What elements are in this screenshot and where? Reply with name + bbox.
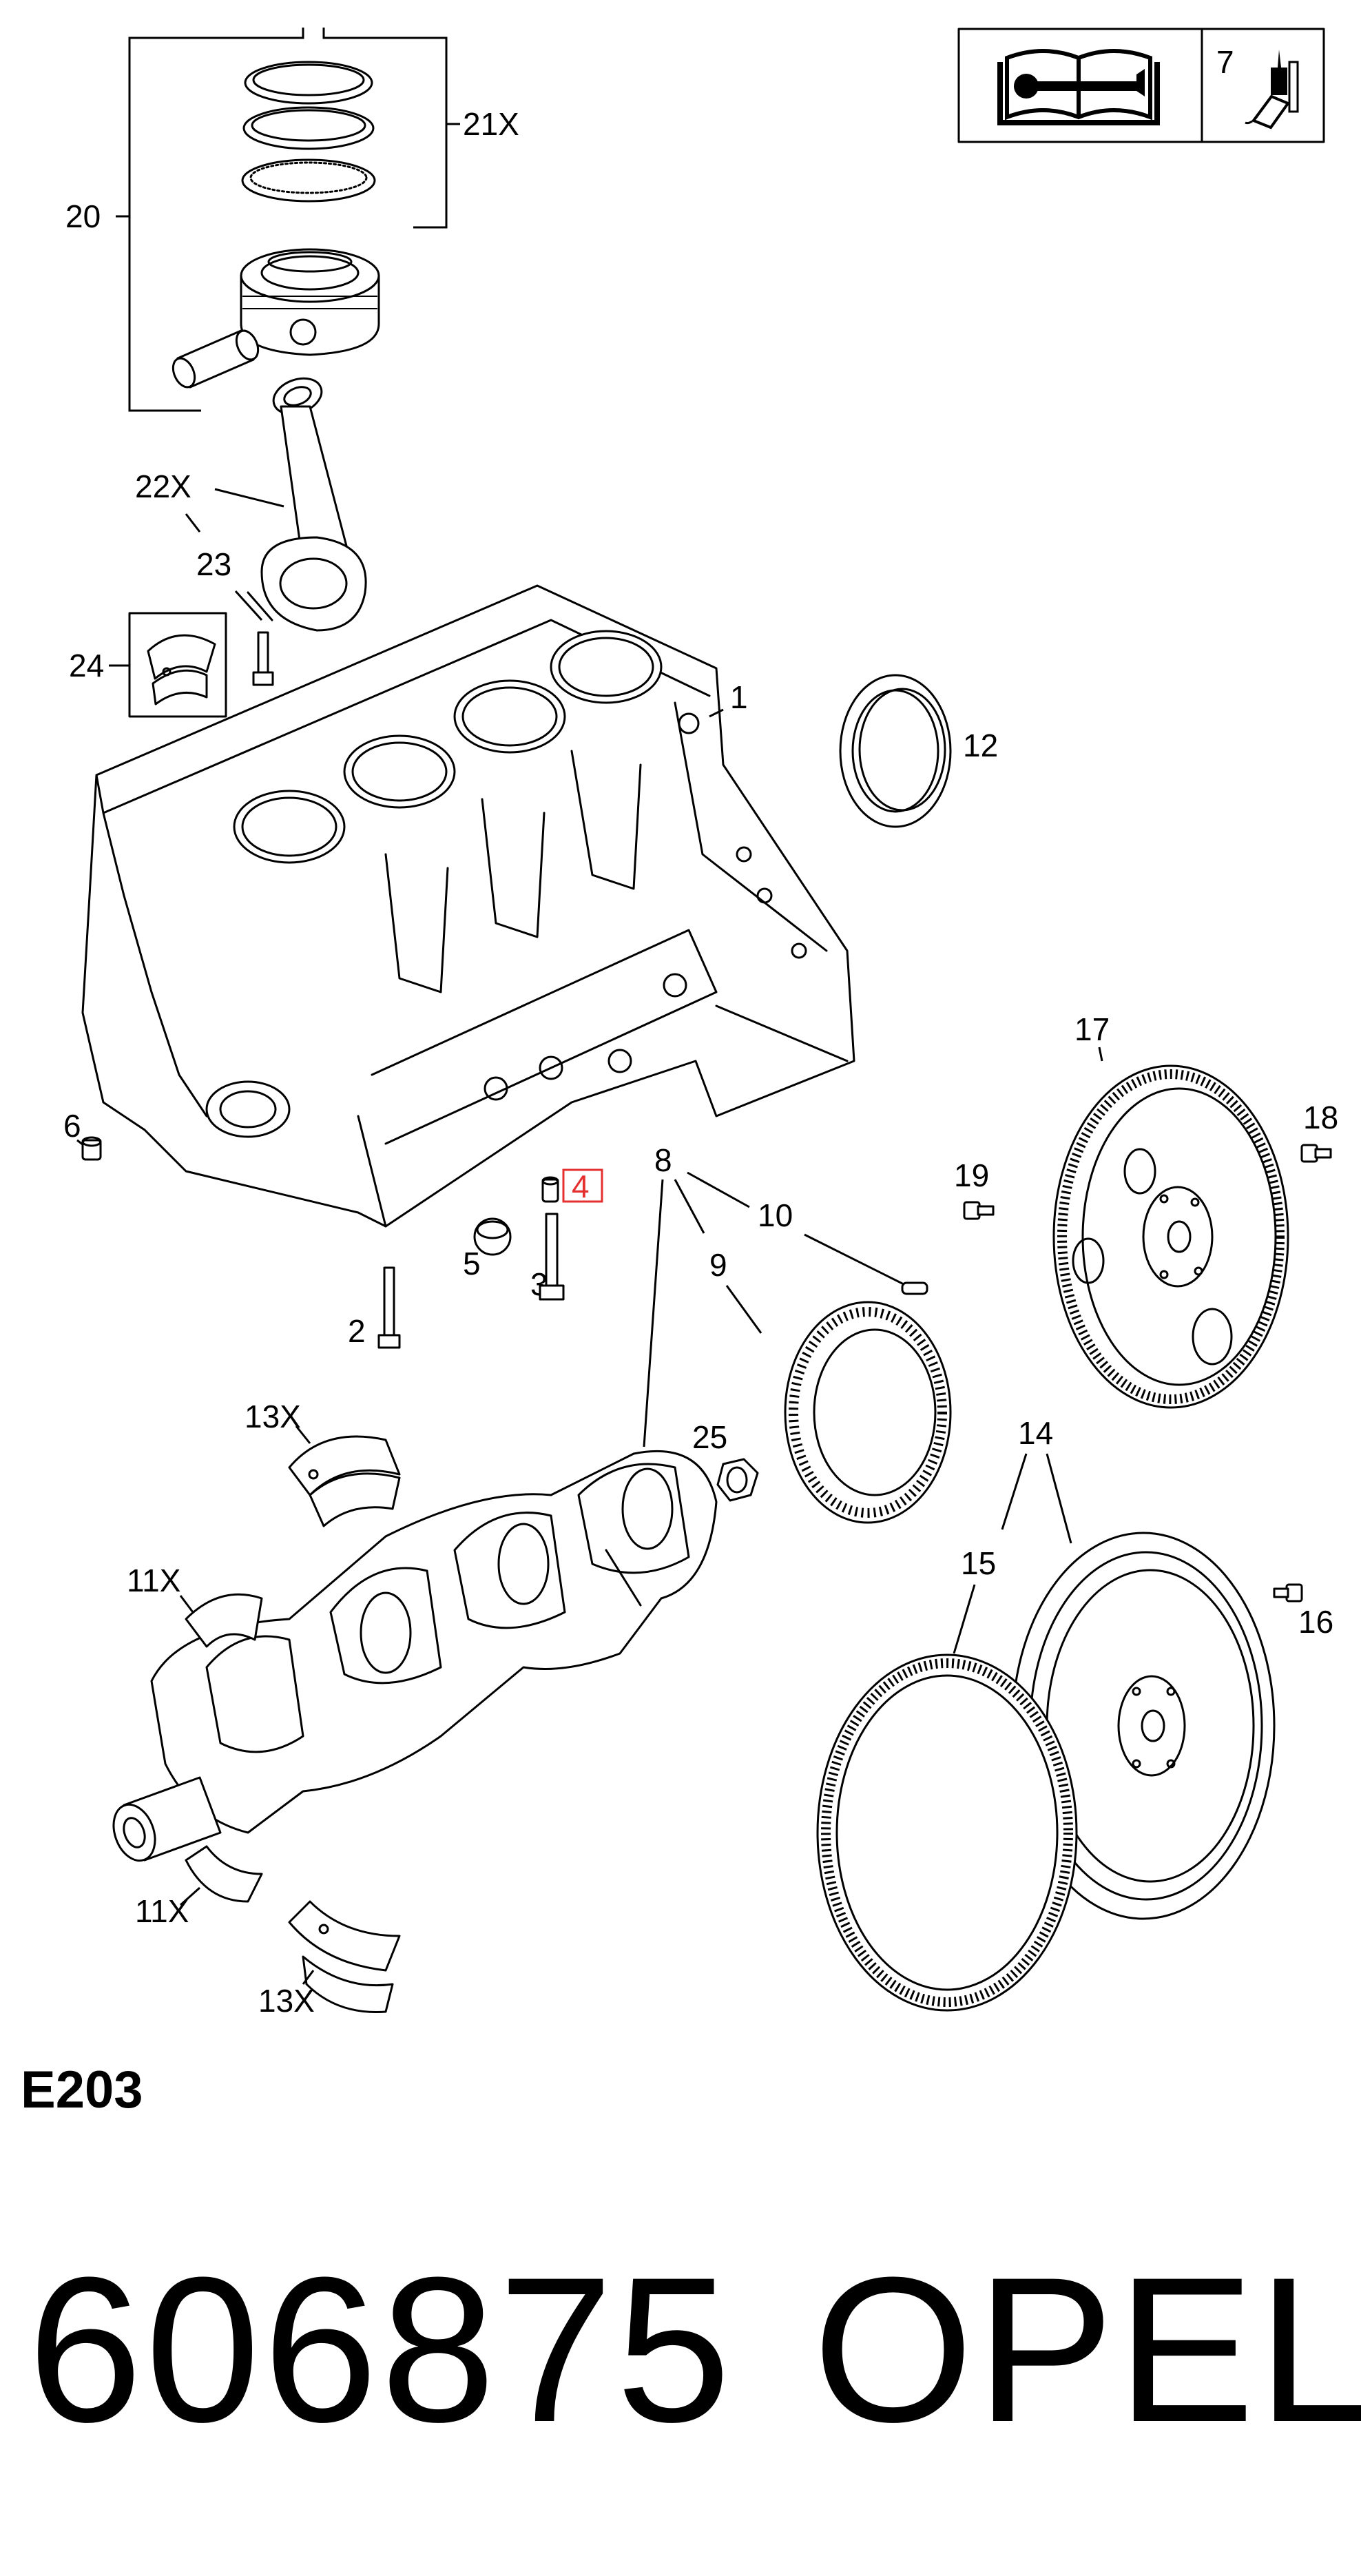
callout-10: 10 xyxy=(758,1197,793,1233)
piston-pin xyxy=(172,329,260,389)
callout-16: 16 xyxy=(1298,1604,1333,1640)
dowel-sleeve xyxy=(541,1178,559,1203)
callout-21x: 21X xyxy=(463,106,519,142)
reluctor-ring xyxy=(784,1301,952,1524)
rear-oil-seal: 12 xyxy=(839,674,998,828)
callout-4-highlight-box xyxy=(562,1168,603,1203)
flexplate-group: 17 18 19 xyxy=(954,1011,1338,1409)
sealant-tube-icon xyxy=(1245,50,1299,130)
nut-25: 25 xyxy=(692,1419,759,1502)
part-number: 606875 xyxy=(28,2234,734,2465)
callout-7: 7 xyxy=(1216,44,1234,80)
callout-25: 25 xyxy=(692,1419,727,1455)
callout-13x-top: 13X xyxy=(245,1399,301,1434)
callout-24: 24 xyxy=(69,648,104,683)
callout-14: 14 xyxy=(1018,1415,1053,1451)
callout-11x-bottom: 11X xyxy=(135,1893,189,1929)
ring-gear xyxy=(816,1653,1078,2012)
callout-11x-top: 11X xyxy=(127,1563,180,1598)
cylinder-bores xyxy=(233,630,663,864)
callout-23: 23 xyxy=(196,546,231,582)
info-icon-box: 7 xyxy=(957,28,1325,143)
manual-wrench-icon xyxy=(997,49,1160,125)
rod-bearing-box: 24 xyxy=(69,612,227,718)
callout-20: 20 xyxy=(65,198,101,234)
main-bearings: 13X 11X 11X 13X xyxy=(127,1399,401,2019)
callout-13x-bottom: 13X xyxy=(258,1983,315,2019)
piston-rings xyxy=(241,61,376,203)
rod-bolt xyxy=(252,631,274,686)
callout-1: 1 xyxy=(730,679,748,715)
reluctor-ring-group: 8 10 9 xyxy=(643,1142,952,1524)
callout-9: 9 xyxy=(709,1247,727,1283)
crankshaft xyxy=(112,1450,718,1862)
callout-2: 2 xyxy=(348,1313,366,1349)
callout-4: 4 xyxy=(572,1168,590,1204)
callout-18: 18 xyxy=(1303,1100,1338,1135)
callout-5: 5 xyxy=(463,1246,481,1281)
callout-15: 15 xyxy=(961,1545,996,1581)
callout-19: 19 xyxy=(954,1157,989,1193)
callout-22x: 22X xyxy=(135,468,191,504)
piston xyxy=(240,248,380,356)
callout-12: 12 xyxy=(963,728,998,763)
callout-17: 17 xyxy=(1074,1011,1110,1047)
piston-group: 20 21X xyxy=(65,28,519,412)
diagram-code: E203 xyxy=(21,2061,143,2119)
callout-6: 6 xyxy=(63,1108,81,1144)
engine-block: 1 xyxy=(81,584,855,1228)
block-fasteners: 6 2 3 4 5 xyxy=(63,1108,603,1349)
roll-pin xyxy=(901,1281,928,1295)
callout-8: 8 xyxy=(654,1142,672,1178)
brand-name: OPEL xyxy=(813,2234,1361,2465)
flywheel-group: 14 15 16 xyxy=(816,1415,1333,2012)
connecting-rod: 22X 23 xyxy=(135,377,367,686)
cylinder-skirts xyxy=(384,750,642,993)
